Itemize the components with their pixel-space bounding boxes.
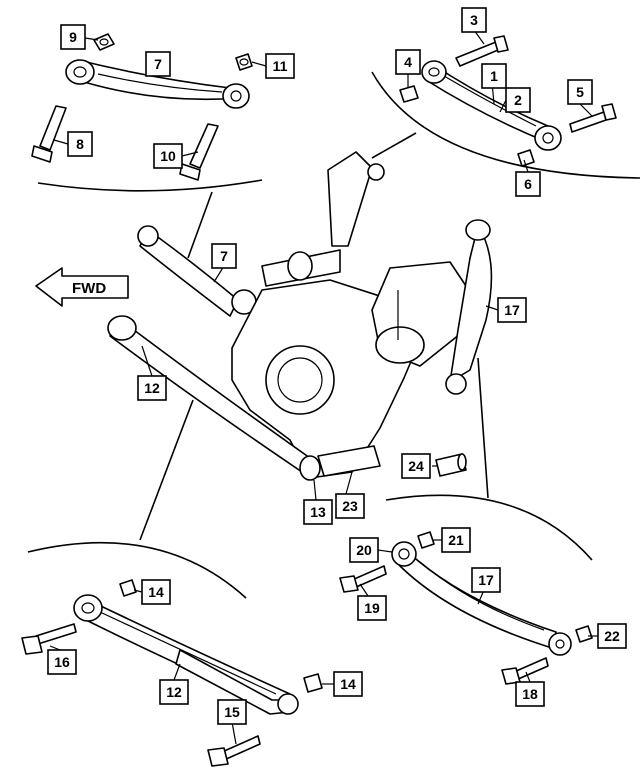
nut-9-icon bbox=[93, 33, 115, 51]
callout-10[interactable]: 10 bbox=[153, 143, 183, 169]
detail-divider-lower-right bbox=[385, 494, 593, 561]
bolt-18-icon bbox=[501, 657, 549, 685]
callout-2[interactable]: 2 bbox=[505, 87, 531, 113]
callout-7-assembly[interactable]: 7 bbox=[211, 243, 237, 269]
rear-upper-arm-detail bbox=[421, 60, 562, 151]
nut-14a-icon bbox=[119, 579, 137, 597]
connector-line-lower-right bbox=[477, 357, 489, 499]
bolt-5-icon bbox=[569, 103, 617, 133]
callout-16[interactable]: 16 bbox=[47, 649, 77, 675]
svg-text:16: 16 bbox=[54, 654, 70, 670]
callout-17-detail[interactable]: 17 bbox=[471, 567, 501, 593]
nut-11-icon bbox=[235, 53, 253, 71]
svg-text:11: 11 bbox=[273, 58, 288, 74]
svg-text:4: 4 bbox=[404, 54, 412, 70]
svg-text:7: 7 bbox=[154, 56, 162, 72]
callout-13[interactable]: 13 bbox=[303, 499, 333, 525]
forward-arrow: FWD bbox=[35, 267, 129, 307]
knuckle-assembly bbox=[107, 151, 493, 481]
nut-22-icon bbox=[575, 625, 593, 643]
bolt-16-icon bbox=[21, 623, 77, 655]
detail-divider-lower-left bbox=[27, 541, 247, 599]
svg-text:3: 3 bbox=[470, 12, 478, 28]
svg-text:20: 20 bbox=[356, 542, 372, 558]
bushing-24-icon bbox=[435, 453, 467, 477]
callout-18[interactable]: 18 bbox=[515, 681, 545, 707]
callout-5[interactable]: 5 bbox=[567, 79, 593, 105]
callout-3[interactable]: 3 bbox=[461, 7, 487, 33]
lower-control-arm-detail bbox=[73, 594, 299, 715]
connector-line-lower-left bbox=[139, 399, 194, 541]
svg-text:15: 15 bbox=[224, 704, 240, 720]
svg-text:6: 6 bbox=[524, 176, 532, 192]
callout-24[interactable]: 24 bbox=[401, 453, 431, 479]
leader-lines bbox=[49, 29, 598, 745]
callout-12-assembly[interactable]: 12 bbox=[137, 375, 167, 401]
svg-text:17: 17 bbox=[478, 572, 494, 588]
detail-divider-upper-right bbox=[371, 71, 640, 179]
callout-21[interactable]: 21 bbox=[441, 527, 471, 553]
callout-14-detail-a[interactable]: 14 bbox=[141, 579, 171, 605]
svg-text:22: 22 bbox=[604, 628, 620, 644]
lower-rear-arm-detail bbox=[391, 541, 572, 656]
bolt-10-icon bbox=[179, 123, 219, 181]
svg-text:1: 1 bbox=[490, 68, 498, 84]
bolt-3-icon bbox=[455, 35, 509, 67]
svg-text:21: 21 bbox=[448, 532, 464, 548]
nut-4-icon bbox=[399, 85, 419, 103]
callout-15[interactable]: 15 bbox=[217, 699, 247, 725]
bolt-8-icon bbox=[31, 105, 67, 163]
callout-19[interactable]: 19 bbox=[357, 595, 387, 621]
svg-text:14: 14 bbox=[340, 676, 356, 692]
callout-14-detail-b[interactable]: 14 bbox=[333, 671, 363, 697]
callout-7[interactable]: 7 bbox=[145, 51, 171, 77]
callout-4[interactable]: 4 bbox=[395, 49, 421, 75]
callout-6[interactable]: 6 bbox=[515, 171, 541, 197]
svg-text:9: 9 bbox=[69, 29, 77, 45]
svg-text:23: 23 bbox=[342, 498, 358, 514]
callout-11[interactable]: 11 bbox=[265, 53, 295, 79]
svg-text:10: 10 bbox=[160, 148, 176, 164]
callout-23[interactable]: 23 bbox=[335, 493, 365, 519]
svg-text:12: 12 bbox=[144, 380, 160, 396]
callout-1[interactable]: 1 bbox=[481, 63, 507, 89]
bolt-15-icon bbox=[207, 735, 261, 767]
nut-21-icon bbox=[417, 531, 435, 549]
svg-text:13: 13 bbox=[310, 504, 326, 520]
svg-text:5: 5 bbox=[576, 84, 584, 100]
svg-text:24: 24 bbox=[408, 458, 424, 474]
nut-14b-icon bbox=[303, 673, 323, 693]
callout-12-detail[interactable]: 12 bbox=[159, 679, 189, 705]
svg-text:8: 8 bbox=[76, 136, 84, 152]
svg-text:2: 2 bbox=[514, 92, 522, 108]
connector-line-upper-right bbox=[371, 132, 417, 159]
callout-17-assembly[interactable]: 17 bbox=[497, 297, 527, 323]
upper-control-arm-detail bbox=[65, 59, 250, 109]
svg-text:7: 7 bbox=[220, 248, 228, 264]
svg-text:12: 12 bbox=[166, 684, 182, 700]
callout-9[interactable]: 9 bbox=[60, 24, 86, 50]
bolt-19-icon bbox=[339, 565, 387, 593]
detail-divider-upper-left bbox=[37, 179, 263, 192]
callout-22[interactable]: 22 bbox=[597, 623, 627, 649]
callout-8[interactable]: 8 bbox=[67, 131, 93, 157]
connector-line-upper-left bbox=[187, 191, 213, 259]
svg-text:18: 18 bbox=[522, 686, 538, 702]
nut-6-icon bbox=[517, 149, 535, 167]
callout-20[interactable]: 20 bbox=[349, 537, 379, 563]
svg-text:17: 17 bbox=[504, 302, 520, 318]
svg-text:14: 14 bbox=[148, 584, 164, 600]
forward-arrow-label: FWD bbox=[72, 280, 106, 297]
svg-text:19: 19 bbox=[364, 600, 380, 616]
